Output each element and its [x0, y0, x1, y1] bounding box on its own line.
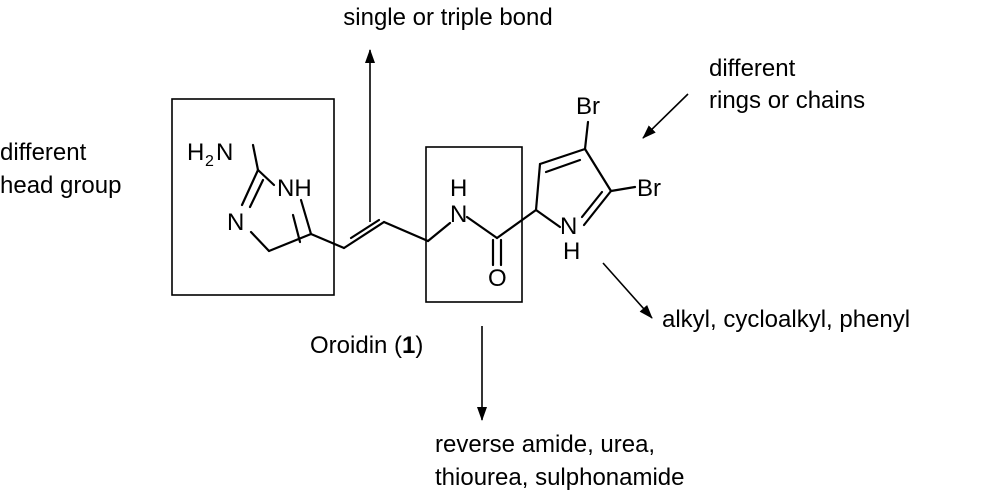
bromine-right-label: Br — [637, 175, 661, 202]
amide-n-label: N — [450, 201, 467, 228]
amide-h-label: H — [450, 175, 467, 202]
n-substituent-arrow — [602, 262, 653, 319]
head-group-annotation-line1: different — [0, 139, 87, 166]
n-substituent-annotation: alkyl, cycloalkyl, phenyl — [662, 306, 910, 333]
rings-annotation-line2: rings or chains — [709, 87, 865, 114]
compound-close: ) — [415, 332, 423, 359]
head-group-box — [171, 98, 335, 296]
bromine-top-label: Br — [576, 93, 600, 120]
amino-subscript-label: 2 — [205, 153, 214, 170]
ring-n-label: N — [227, 209, 244, 236]
aminoimidazole-ring — [240, 143, 313, 253]
dibromopyrrole-ring — [534, 120, 637, 229]
linker-annotation: single or triple bond — [343, 4, 552, 31]
compound-number: 1 — [402, 332, 415, 359]
head-group-annotation-line2: head group — [0, 172, 121, 199]
amino-h-label: H — [187, 139, 204, 166]
pyrrole-n-label: N — [560, 213, 577, 240]
ring-nh-label: NH — [277, 175, 312, 202]
amide-bonds — [426, 208, 538, 267]
amino-n-label: N — [216, 139, 233, 166]
compound-name: Oroidin ( — [310, 332, 402, 359]
rings-annotation-line1: different — [709, 55, 796, 82]
alkene-linker — [309, 218, 430, 250]
carbonyl-o-label: O — [488, 265, 507, 292]
amide-annotation-line2: thiourea, sulphonamide — [435, 464, 685, 491]
compound-label: Oroidin (1) — [310, 332, 423, 359]
amide-box — [425, 146, 523, 303]
pyrrole-h-label: H — [563, 238, 580, 265]
rings-arrow — [642, 93, 689, 139]
amide-annotation-line1: reverse amide, urea, — [435, 431, 655, 458]
